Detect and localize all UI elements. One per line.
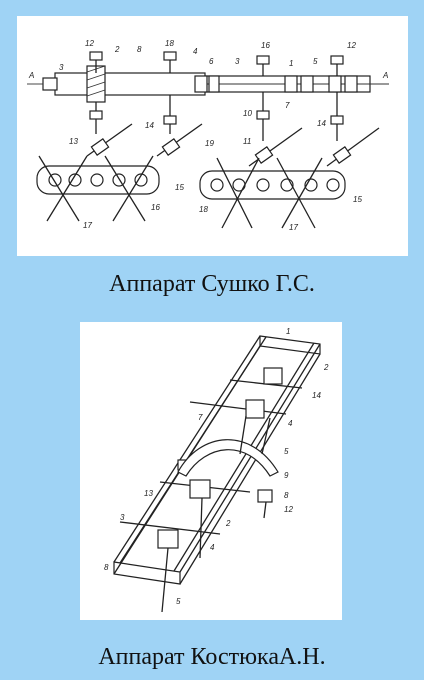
svg-text:7: 7 xyxy=(198,413,203,422)
rod-end-left xyxy=(42,77,58,91)
svg-text:8: 8 xyxy=(284,491,289,500)
svg-text:3: 3 xyxy=(59,63,64,72)
svg-text:13: 13 xyxy=(69,137,78,146)
sushko-diagram-panel: 12 2 8 18 4 16 1 12 3 6 3 5 7 10 14 14 1… xyxy=(17,16,408,256)
svg-text:13: 13 xyxy=(144,489,153,498)
svg-text:9: 9 xyxy=(284,471,289,480)
svg-text:5: 5 xyxy=(176,597,181,606)
arch-support xyxy=(177,439,279,477)
svg-text:А: А xyxy=(382,71,388,80)
svg-text:2: 2 xyxy=(323,363,329,372)
pins xyxy=(161,415,271,613)
clamp-blocks xyxy=(157,367,283,549)
svg-text:12: 12 xyxy=(347,41,356,50)
svg-text:2: 2 xyxy=(225,519,231,528)
vertical-posts xyxy=(89,92,344,141)
svg-text:3: 3 xyxy=(120,513,125,522)
svg-text:2: 2 xyxy=(114,45,120,54)
svg-text:11: 11 xyxy=(243,137,251,146)
angled-pins xyxy=(86,123,380,167)
svg-text:8: 8 xyxy=(137,45,142,54)
svg-text:А: А xyxy=(28,71,34,80)
svg-text:15: 15 xyxy=(353,195,362,204)
svg-text:4: 4 xyxy=(210,543,215,552)
frame-rails xyxy=(113,335,321,585)
svg-text:4: 4 xyxy=(288,419,293,428)
kostyuk-labels: 1 2 14 7 4 5 9 13 8 12 3 2 8 5 4 xyxy=(104,327,329,606)
svg-text:5: 5 xyxy=(284,447,289,456)
kostyuk-diagram-panel: 1 2 14 7 4 5 9 13 8 12 3 2 8 5 4 xyxy=(80,322,342,620)
svg-text:8: 8 xyxy=(104,563,109,572)
top-bolts xyxy=(89,51,344,76)
svg-text:17: 17 xyxy=(289,223,298,232)
crossing-wires xyxy=(38,155,323,229)
svg-text:14: 14 xyxy=(312,391,321,400)
svg-text:16: 16 xyxy=(261,41,270,50)
svg-text:7: 7 xyxy=(285,101,290,110)
bone-plates xyxy=(36,165,346,200)
svg-text:14: 14 xyxy=(317,119,326,128)
svg-text:15: 15 xyxy=(175,183,184,192)
svg-text:19: 19 xyxy=(205,139,214,148)
svg-text:18: 18 xyxy=(165,39,174,48)
svg-text:16: 16 xyxy=(151,203,160,212)
svg-text:12: 12 xyxy=(284,505,293,514)
svg-text:5: 5 xyxy=(313,57,318,66)
svg-text:6: 6 xyxy=(209,57,214,66)
svg-text:17: 17 xyxy=(83,221,92,230)
main-sleeve xyxy=(54,72,206,96)
svg-text:10: 10 xyxy=(243,109,252,118)
svg-text:14: 14 xyxy=(145,121,154,130)
svg-text:1: 1 xyxy=(289,59,293,68)
svg-text:4: 4 xyxy=(193,47,198,56)
caption-kostyuk: Аппарат КостюкаА.Н. xyxy=(98,644,326,670)
sushko-labels: 12 2 8 18 4 16 1 12 3 6 3 5 7 10 14 14 1… xyxy=(28,39,388,232)
svg-text:18: 18 xyxy=(199,205,208,214)
svg-text:12: 12 xyxy=(85,39,94,48)
sushko-apparatus-drawing: 12 2 8 18 4 16 1 12 3 6 3 5 7 10 14 14 1… xyxy=(27,39,389,232)
kostyuk-apparatus-drawing: 1 2 14 7 4 5 9 13 8 12 3 2 8 5 4 xyxy=(104,327,329,613)
svg-text:1: 1 xyxy=(286,327,290,336)
caption-sushko: Аппарат Сушко Г.С. xyxy=(109,271,315,297)
svg-text:3: 3 xyxy=(235,57,240,66)
